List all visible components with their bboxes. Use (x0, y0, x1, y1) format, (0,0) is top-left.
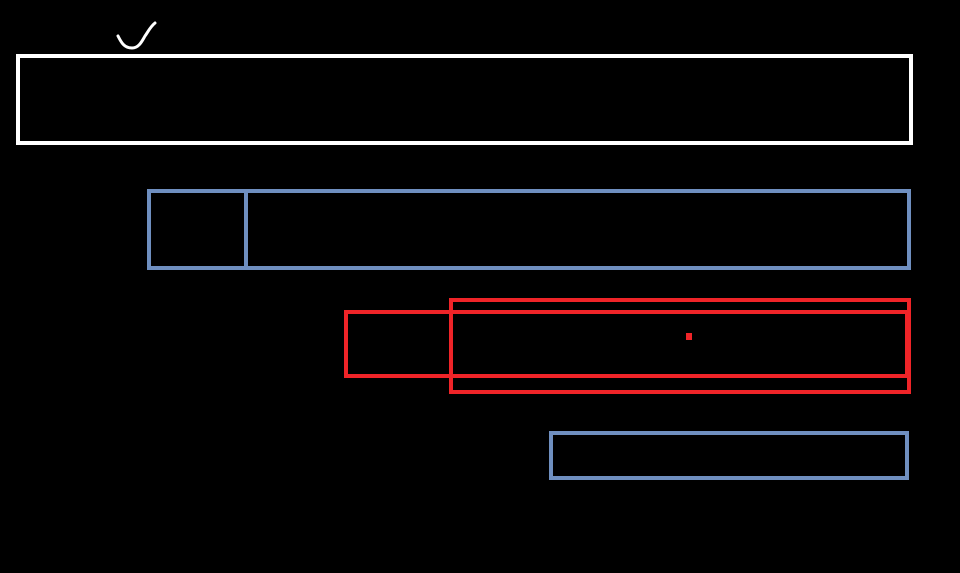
hand-drawn-checkmark-icon (114, 20, 159, 52)
blue-outline-box-large (147, 189, 911, 270)
checkmark-icon-svg (116, 21, 157, 50)
red-outline-box-right (449, 298, 911, 394)
white-outline-box (16, 54, 913, 145)
red-dot-icon (686, 333, 692, 340)
blue-inner-section-divider (244, 192, 248, 268)
blue-outline-box-small (549, 431, 909, 480)
